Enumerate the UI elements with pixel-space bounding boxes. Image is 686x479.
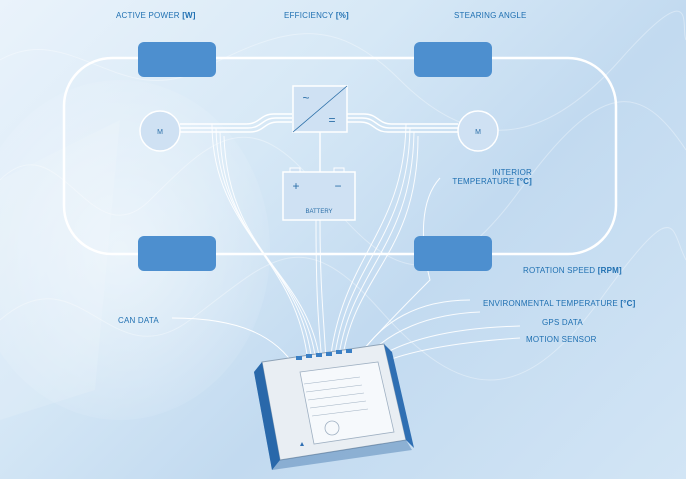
motor-right-label: M xyxy=(475,129,481,136)
inverter: ~ = xyxy=(292,85,348,133)
battery-label: BATTERY xyxy=(305,209,332,215)
sensor-box-front-left xyxy=(138,42,216,77)
label-rotation-speed-unit: [RPM] xyxy=(597,266,622,275)
sensor-box-rear-right xyxy=(414,236,492,271)
sensor-box-front-right xyxy=(414,42,492,77)
label-rotation-speed: ROTATION SPEED [RPM] xyxy=(523,266,622,275)
label-environmental-temperature: ENVIRONMENTAL TEMPERATURE [°C] xyxy=(483,299,636,308)
label-rotation-speed-text: ROTATION SPEED xyxy=(523,266,596,275)
label-interior-temperature-line1: INTERIOR xyxy=(492,168,532,177)
label-interior-temperature-line2: TEMPERATURE xyxy=(452,177,515,186)
battery: + − BATTERY xyxy=(282,167,356,221)
axle-right xyxy=(347,113,458,133)
label-stearing-angle-text: STEARING ANGLE xyxy=(454,11,527,20)
can-data-cable xyxy=(171,317,297,369)
label-environmental-temperature-text: ENVIRONMENTAL TEMPERATURE xyxy=(483,299,618,308)
label-can-data-text: CAN DATA xyxy=(118,316,159,325)
data-logger-screen-rows xyxy=(303,376,369,417)
inverter-dc-symbol: = xyxy=(328,113,335,127)
label-active-power-unit: [W] xyxy=(182,11,196,20)
label-environmental-temperature-unit: [°C] xyxy=(620,299,636,308)
label-efficiency-text: EFFICIENCY xyxy=(284,11,334,20)
motor-right: M xyxy=(457,110,499,152)
data-logger-logo-icon xyxy=(300,442,304,446)
label-motion-sensor-text: MOTION SENSOR xyxy=(526,335,597,344)
inverter-ac-symbol: ~ xyxy=(302,91,309,105)
cable-bundle-right xyxy=(329,123,419,363)
label-gps-data: GPS DATA xyxy=(542,318,583,327)
cable-bundle-center xyxy=(315,219,327,363)
motor-left: M xyxy=(139,110,181,152)
axle-left xyxy=(180,113,292,133)
data-logger-screen xyxy=(299,361,395,445)
battery-minus-symbol: − xyxy=(334,179,341,193)
label-active-power-text: ACTIVE POWER xyxy=(116,11,180,20)
background-glow xyxy=(0,80,270,420)
data-logger-ports xyxy=(296,349,352,360)
label-efficiency: EFFICIENCY [%] xyxy=(284,11,349,20)
vehicle-outline xyxy=(62,56,618,256)
label-active-power: ACTIVE POWER [W] xyxy=(116,11,196,20)
data-logger-device xyxy=(254,343,414,470)
label-efficiency-unit: [%] xyxy=(335,11,349,20)
battery-plus-symbol: + xyxy=(292,179,299,193)
cable-bundle-left xyxy=(211,123,321,363)
label-interior-temperature-unit: [°C] xyxy=(516,177,532,186)
sensor-box-rear-left xyxy=(138,236,216,271)
label-interior-temperature: INTERIOR TEMPERATURE [°C] xyxy=(440,168,532,186)
label-motion-sensor: MOTION SENSOR xyxy=(526,335,597,344)
label-gps-data-text: GPS DATA xyxy=(542,318,583,327)
label-can-data: CAN DATA xyxy=(118,316,159,325)
label-stearing-angle: STEARING ANGLE xyxy=(454,11,527,20)
data-logger-gauge xyxy=(324,420,340,436)
motor-left-label: M xyxy=(157,129,163,136)
